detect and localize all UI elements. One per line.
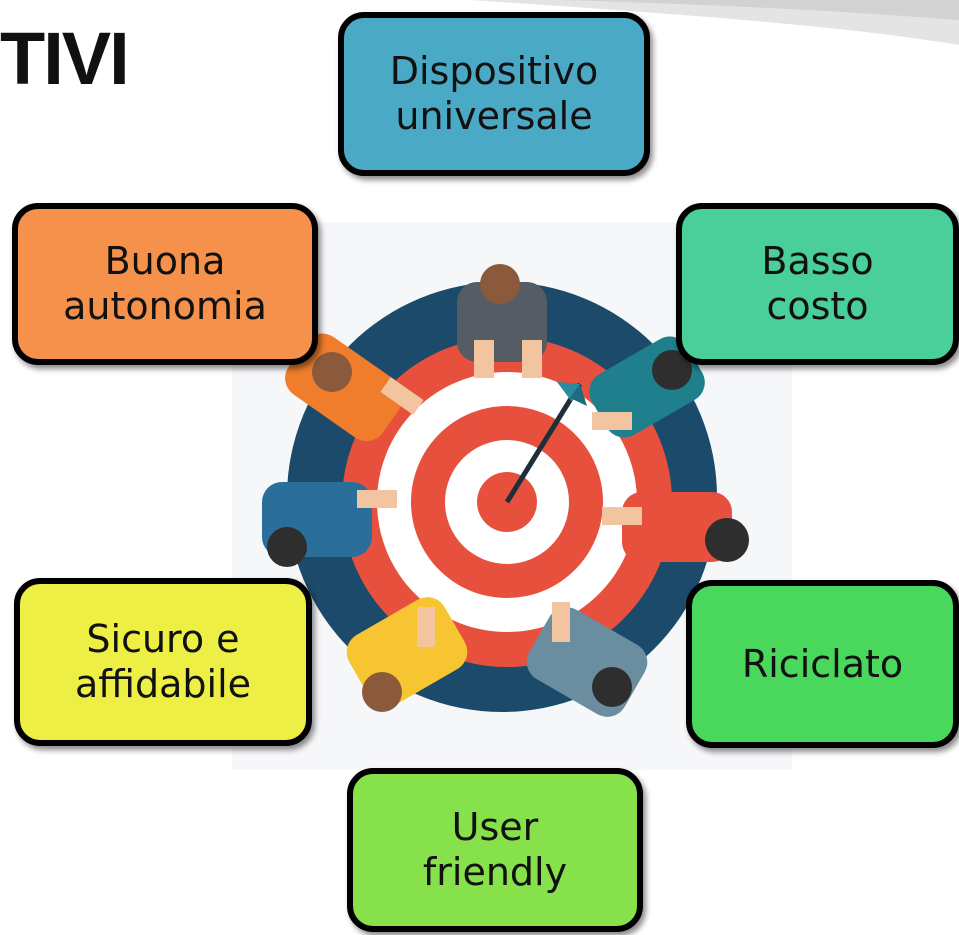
- goal-card-basso-costo: Basso costo: [676, 203, 959, 365]
- goal-card-dispositivo-universale: Dispositivo universale: [338, 12, 650, 176]
- goal-label: User friendly: [422, 805, 568, 894]
- person-icon: [622, 492, 732, 562]
- goal-label: Buona autonomia: [63, 239, 267, 328]
- goal-label: Dispositivo universale: [389, 49, 599, 138]
- team-target-illustration: [232, 222, 792, 770]
- goal-card-buona-autonomia: Buona autonomia: [12, 203, 318, 365]
- goal-card-sicuro-affidabile: Sicuro e affidabile: [14, 578, 312, 746]
- goal-label: Basso costo: [761, 239, 874, 328]
- goal-label: Riciclato: [741, 641, 904, 686]
- goal-card-user-friendly: User friendly: [347, 768, 643, 932]
- goal-card-riciclato: Riciclato: [686, 580, 959, 748]
- page-title: TIVI: [0, 17, 130, 100]
- arrow-icon: [504, 382, 583, 504]
- goal-label: Sicuro e affidabile: [74, 617, 252, 706]
